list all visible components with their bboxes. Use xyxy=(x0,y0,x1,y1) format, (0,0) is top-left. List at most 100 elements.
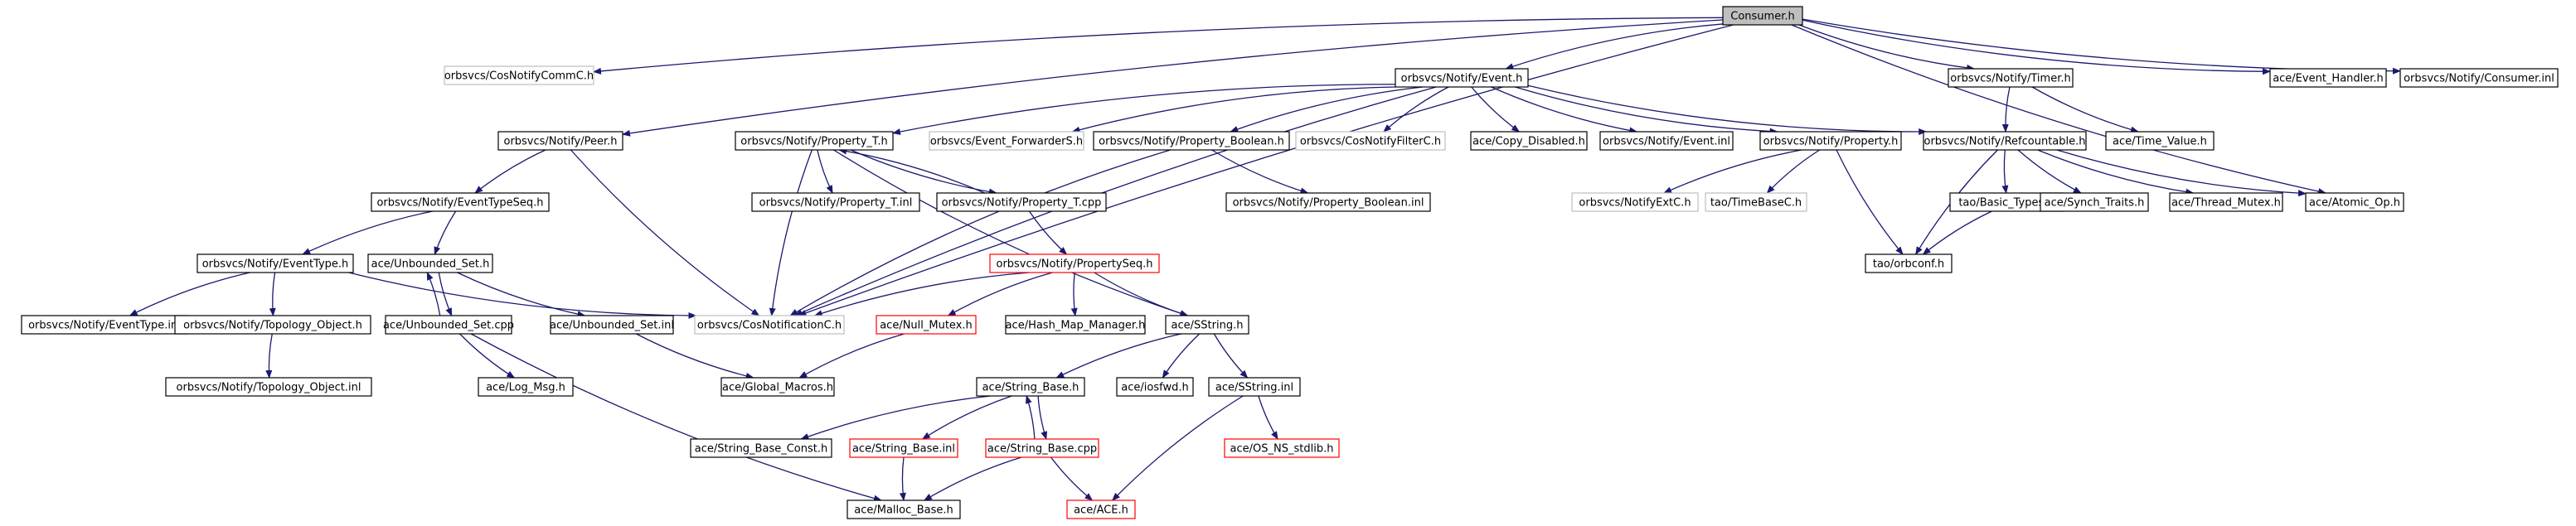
node-string-base-h[interactable]: ace/String_Base.h xyxy=(976,377,1085,397)
node-property-h[interactable]: orbsvcs/Notify/Property.h xyxy=(1759,131,1902,151)
node-propertyseq-h[interactable]: orbsvcs/Notify/PropertySeq.h xyxy=(989,253,1160,273)
node-unbounded-set-cpp[interactable]: ace/Unbounded_Set.cpp xyxy=(383,315,514,335)
edge-unbounded_set_inl-to-global_macros_h xyxy=(636,333,754,379)
edge-null_mutex_h-to-global_macros_h xyxy=(798,333,905,379)
node-label: orbsvcs/Notify/Event.h xyxy=(1401,73,1523,85)
node-thread-mutex-h[interactable]: ace/Thread_Mutex.h xyxy=(2169,192,2283,212)
node-ace-h[interactable]: ace/ACE.h xyxy=(1066,499,1136,519)
node-time-value-h[interactable]: ace/Time_Value.h xyxy=(2105,131,2215,151)
node-hash-map-manager-h[interactable]: ace/Hash_Map_Manager.h xyxy=(1005,315,1146,335)
node-box xyxy=(690,438,832,458)
edge-propertyseq_h-to-null_mutex_h xyxy=(947,272,1053,316)
node-label: ace/Time_Value.h xyxy=(2113,136,2207,148)
node-property-t-inl[interactable]: orbsvcs/Notify/Property_T.inl xyxy=(751,192,920,212)
node-label: orbsvcs/Notify/PropertySeq.h xyxy=(996,258,1152,271)
node-sstring-h[interactable]: ace/SString.h xyxy=(1165,315,1249,335)
node-atomic-op-h[interactable]: ace/Atomic_Op.h xyxy=(2305,192,2404,212)
edge-propertyseq_h-to-sstring_h xyxy=(1094,272,1189,317)
node-string-base-inl[interactable]: ace/String_Base.inl xyxy=(849,438,958,458)
node-event-forwarders-h[interactable]: orbsvcs/Event_ForwarderS.h xyxy=(929,131,1084,151)
edge-consumer_h-to-cosnotifycommc_h xyxy=(593,17,1724,75)
node-os-ns-stdlib-h[interactable]: ace/OS_NS_stdlib.h xyxy=(1224,438,1340,458)
node-box xyxy=(849,438,958,458)
node-event-handler-h[interactable]: ace/Event_Handler.h xyxy=(2269,68,2387,88)
edge-peer_h-to-cosnotificationc_h xyxy=(570,149,760,316)
node-unbounded-set-h[interactable]: ace/Unbounded_Set.h xyxy=(367,253,493,273)
node-sstring-inl[interactable]: ace/SString.inl xyxy=(1208,377,1301,397)
edge-eventtype_h-to-cosnotificationc_h xyxy=(348,272,697,319)
node-label: orbsvcs/Notify/Consumer.inl xyxy=(2404,73,2554,85)
node-property-boolean-inl[interactable]: orbsvcs/Notify/Property_Boolean.inl xyxy=(1225,192,1431,212)
edge-event_h-to-event_inl xyxy=(1491,86,1638,134)
node-label: orbsvcs/NotifyExtC.h xyxy=(1579,197,1691,210)
node-label: orbsvcs/Notify/EventTypeSeq.h xyxy=(376,197,543,210)
edge-consumer_h-to-cosnotificationc_h xyxy=(798,24,1734,316)
node-event-inl[interactable]: orbsvcs/Notify/Event.inl xyxy=(1599,131,1734,151)
node-null-mutex-h[interactable]: ace/Null_Mutex.h xyxy=(876,315,977,335)
edge-string_base_cpp-to-ace_h xyxy=(1050,456,1094,501)
node-label: ace/String_Base.h xyxy=(982,382,1079,394)
node-label: ace/Atomic_Op.h xyxy=(2309,197,2400,210)
node-property-t-cpp[interactable]: orbsvcs/Notify/Property_T.cpp xyxy=(936,192,1107,212)
node-box xyxy=(929,131,1084,151)
node-basic-types-h[interactable]: tao/Basic_Types.h xyxy=(1949,192,2064,212)
node-box xyxy=(1165,315,1249,335)
node-event-h[interactable]: orbsvcs/Notify/Event.h xyxy=(1395,68,1529,88)
node-property-t-h[interactable]: orbsvcs/Notify/Property_T.h xyxy=(735,131,894,151)
node-iosfwd-h[interactable]: ace/iosfwd.h xyxy=(1116,377,1194,397)
node-label: orbsvcs/Notify/Refcountable.h xyxy=(1924,136,2085,148)
node-timebasec-h[interactable]: tao/TimeBaseC.h xyxy=(1705,192,1807,212)
node-orbconf-h[interactable]: tao/orbconf.h xyxy=(1865,253,1953,273)
node-eventtypeseq-h[interactable]: orbsvcs/Notify/EventTypeSeq.h xyxy=(371,192,550,212)
edge-unbounded_set_h-to-unbounded_set_inl xyxy=(457,272,586,318)
node-log-msg-h[interactable]: ace/Log_Msg.h xyxy=(478,377,574,397)
edge-sstring_h-to-sstring_inl xyxy=(1213,333,1249,379)
node-consumer-inl[interactable]: orbsvcs/Notify/Consumer.inl xyxy=(2399,68,2559,88)
node-notifyextc-h[interactable]: orbsvcs/NotifyExtC.h xyxy=(1571,192,1699,212)
node-timer-h[interactable]: orbsvcs/Notify/Timer.h xyxy=(1948,68,2074,88)
node-refcountable-h[interactable]: orbsvcs/Notify/Refcountable.h xyxy=(1923,131,2087,151)
node-box xyxy=(989,253,1160,273)
node-synch-traits-h[interactable]: ace/Synch_Traits.h xyxy=(2040,192,2149,212)
node-box xyxy=(497,131,623,151)
node-label: ace/String_Base.inl xyxy=(852,443,955,456)
edge-refcountable_h-to-atomic_op_h xyxy=(2056,149,2307,197)
node-label: orbsvcs/Notify/Topology_Object.h xyxy=(183,320,362,332)
node-label: orbsvcs/Notify/EventType.h xyxy=(202,258,349,271)
node-consumer-h[interactable]: Consumer.h xyxy=(1722,6,1803,26)
node-property-boolean-h[interactable]: orbsvcs/Notify/Property_Boolean.h xyxy=(1093,131,1290,151)
node-cosnotifycommc-h[interactable]: orbsvcs/CosNotifyCommC.h xyxy=(444,65,594,85)
node-global-macros-h[interactable]: ace/Global_Macros.h xyxy=(720,377,835,397)
edge-eventtype_h-to-topology_object_h xyxy=(269,272,276,316)
node-label: ace/Unbounded_Set.inl xyxy=(550,320,674,332)
node-box xyxy=(735,131,894,151)
node-box xyxy=(1948,68,2074,88)
node-peer-h[interactable]: orbsvcs/Notify/Peer.h xyxy=(497,131,623,151)
edge-basic_types_h-to-orbconf_h xyxy=(1922,210,1992,255)
node-cosnotificationc-h[interactable]: orbsvcs/CosNotificationC.h xyxy=(694,315,845,335)
edge-event_h-to-cosnotificationc_h xyxy=(793,86,1437,316)
node-label: orbsvcs/Notify/Property_Boolean.h xyxy=(1099,136,1284,148)
edge-string_base_cpp-to-string_base_h xyxy=(1025,395,1036,440)
edge-event_h-to-copy_disabled_h xyxy=(1471,86,1521,133)
node-cosnotifyfilterc-h[interactable]: orbsvcs/CosNotifyFilterC.h xyxy=(1295,131,1446,151)
node-topology-object-h[interactable]: orbsvcs/Notify/Topology_Object.h xyxy=(174,315,371,335)
node-layer: Consumer.h orbsvcs/CosNotifyCommC.h orbsvc… xyxy=(21,6,2559,519)
node-copy-disabled-h[interactable]: ace/Copy_Disabled.h xyxy=(1470,131,1588,151)
node-label: orbsvcs/Notify/Timer.h xyxy=(1950,73,2070,85)
node-eventtype-inl[interactable]: orbsvcs/Notify/EventType.inl xyxy=(21,315,188,335)
edge-sstring_h-to-iosfwd_h xyxy=(1162,333,1201,379)
node-eventtype-h[interactable]: orbsvcs/Notify/EventType.h xyxy=(196,253,354,273)
edge-event_h-to-cosnotifyfilterc_h xyxy=(1383,86,1449,133)
node-string-base-const-h[interactable]: ace/String_Base_Const.h xyxy=(690,438,832,458)
node-unbounded-set-inl[interactable]: ace/Unbounded_Set.inl xyxy=(550,315,674,335)
node-box xyxy=(478,377,574,397)
node-label: orbsvcs/Notify/Topology_Object.inl xyxy=(177,382,361,394)
node-string-base-cpp[interactable]: ace/String_Base.cpp xyxy=(985,438,1099,458)
node-malloc-base-h[interactable]: ace/Malloc_Base.h xyxy=(847,499,961,519)
node-box xyxy=(1395,68,1529,88)
edge-refcountable_h-to-thread_mutex_h xyxy=(2037,149,2195,195)
node-topology-object-inl[interactable]: orbsvcs/Notify/Topology_Object.inl xyxy=(165,377,372,397)
node-box xyxy=(2040,192,2149,212)
edge-consumer_h-to-timer_h xyxy=(1798,24,1976,71)
